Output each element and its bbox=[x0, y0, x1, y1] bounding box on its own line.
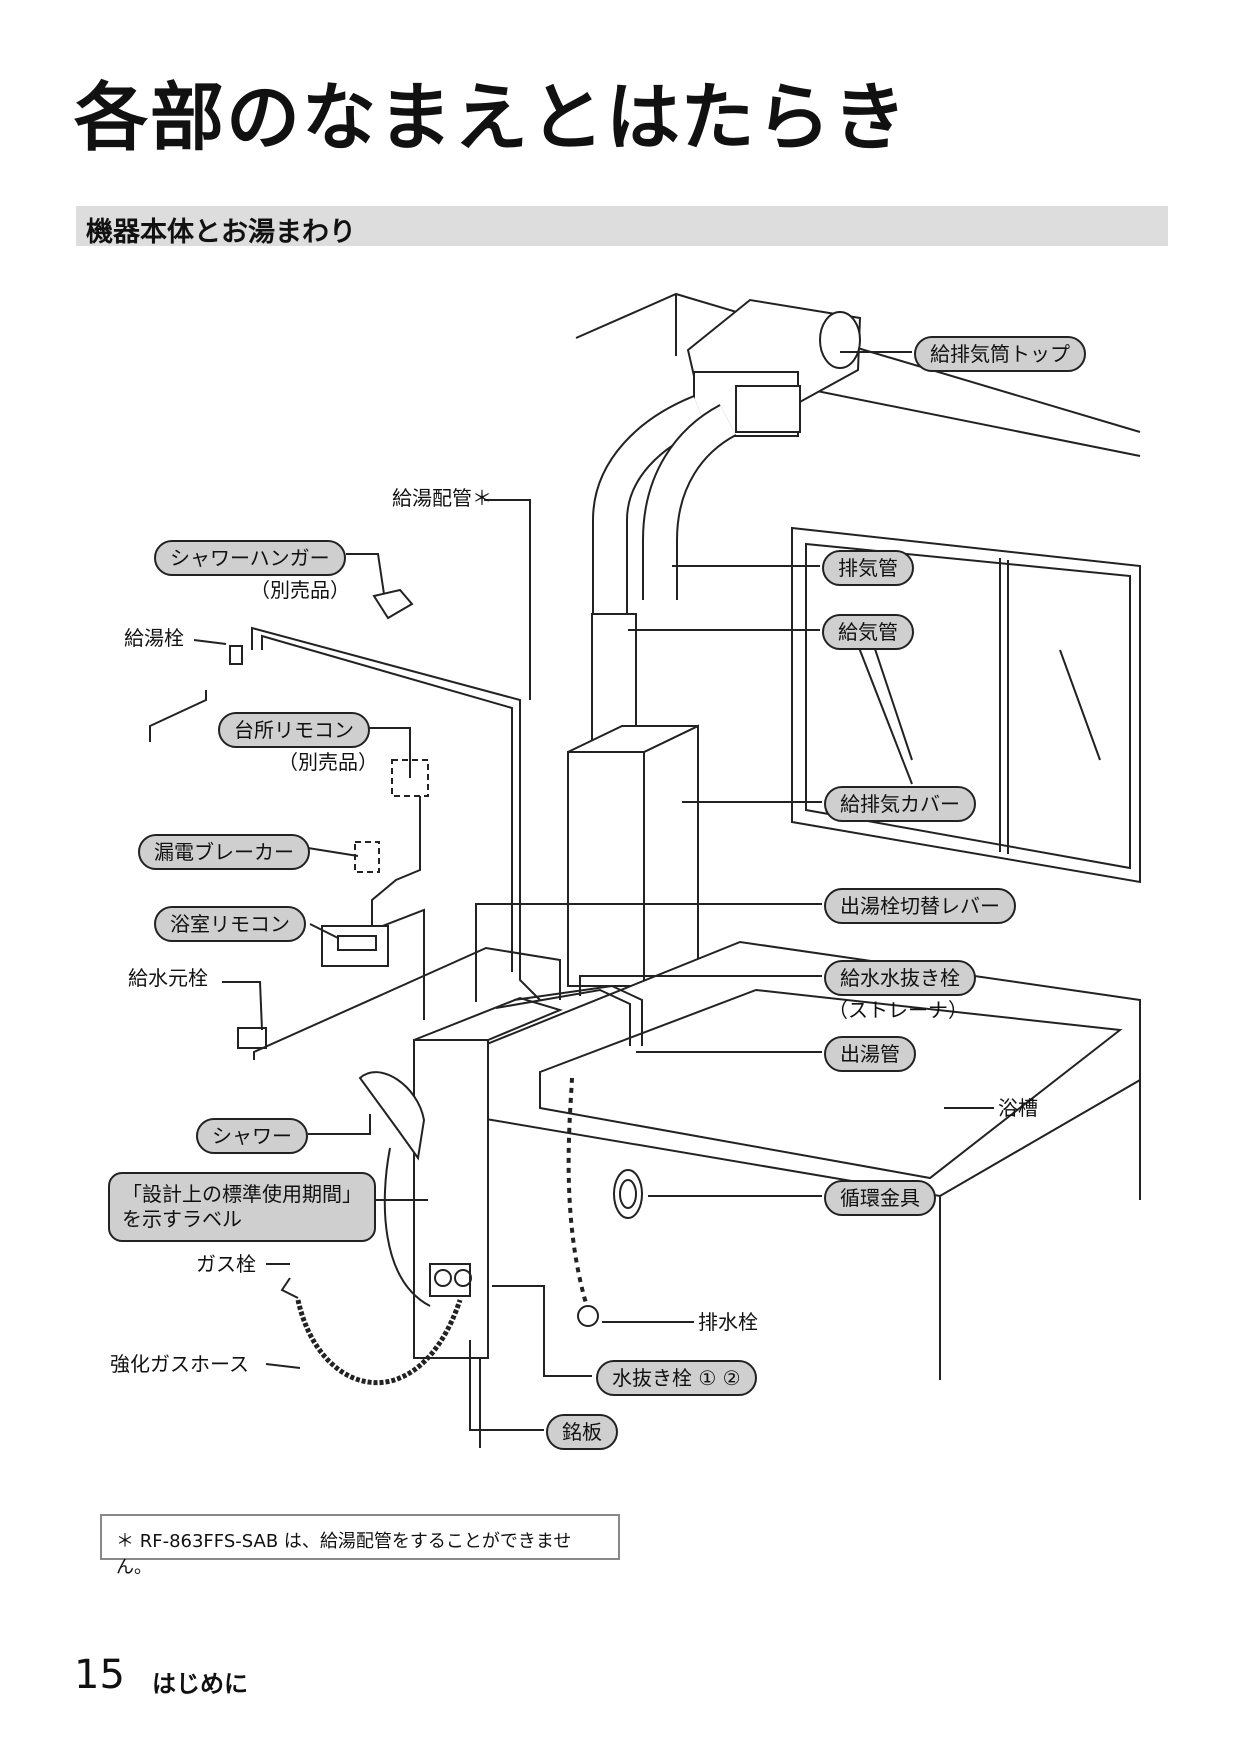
label-kitchen-remote: 台所リモコン bbox=[218, 712, 370, 748]
label-drain-valves: 水抜き栓 ① ② bbox=[596, 1360, 757, 1396]
page-number: 15 bbox=[74, 1652, 125, 1698]
footnote-text: ＊ RF-863FFS-SAB は、給湯配管をすることができません。 bbox=[116, 1531, 572, 1578]
label-nameplate: 銘板 bbox=[546, 1414, 618, 1450]
label-outlet-switch-lever: 出湯栓切替レバー bbox=[824, 888, 1016, 924]
building-wall bbox=[575, 292, 1141, 884]
label-shower: シャワー bbox=[196, 1118, 308, 1154]
label-sold-separately-1: （別売品） bbox=[250, 578, 350, 602]
label-gas-hose: 強化ガスホース bbox=[110, 1352, 249, 1376]
label-standard-period-line1: 「設計上の標準使用期間」 bbox=[122, 1182, 362, 1206]
exhaust-top-drawing bbox=[686, 298, 862, 437]
label-intake-pipe: 給気管 bbox=[822, 614, 914, 650]
water-heater-drawing bbox=[413, 996, 563, 1359]
label-shower-hanger: シャワーハンガー bbox=[154, 540, 346, 576]
footnote-box: ＊ RF-863FFS-SAB は、給湯配管をすることができません。 bbox=[100, 1514, 620, 1578]
label-strainer: （ストレーナ） bbox=[828, 998, 968, 1022]
label-circulation-fitting: 循環金具 bbox=[824, 1180, 936, 1216]
label-bathroom-remote: 浴室リモコン bbox=[154, 906, 306, 942]
page-title: 各部のなまえとはたらき bbox=[74, 75, 909, 161]
label-exhaust-cover: 給排気カバー bbox=[824, 786, 976, 822]
label-bathtub: 浴槽 bbox=[998, 1096, 1038, 1120]
label-standard-period-line2: を示すラベル bbox=[122, 1207, 242, 1231]
leader-lines bbox=[193, 351, 994, 1431]
section-title: 機器本体とお湯まわり bbox=[86, 217, 356, 248]
duct-drawing bbox=[591, 395, 737, 745]
fixtures-drawing bbox=[229, 588, 643, 1386]
label-water-supply-valve: 給水元栓 bbox=[128, 966, 208, 990]
piping-drawing bbox=[149, 626, 643, 1060]
label-exhaust-top: 給排気筒トップ bbox=[914, 336, 1086, 372]
label-sold-separately-2: （別売品） bbox=[278, 750, 378, 774]
footer-section-name: はじめに bbox=[152, 1670, 248, 1698]
label-leakage-breaker: 漏電ブレーカー bbox=[138, 834, 310, 870]
label-drain-plug: 排水栓 bbox=[698, 1310, 758, 1334]
label-water-drain-plug: 給水水抜き栓 bbox=[824, 960, 976, 996]
label-exhaust-pipe: 排気管 bbox=[822, 550, 914, 586]
label-hot-water-piping: 給湯配管＊ bbox=[392, 486, 492, 510]
section-header: 機器本体とお湯まわり bbox=[76, 206, 1168, 248]
label-hot-water-faucet: 給湯栓 bbox=[124, 626, 184, 650]
label-gas-valve: ガス栓 bbox=[196, 1252, 256, 1276]
label-outlet-pipe: 出湯管 bbox=[824, 1036, 916, 1072]
label-standard-period: 「設計上の標準使用期間」 を示すラベル bbox=[108, 1172, 376, 1242]
exhaust-cover-drawing bbox=[567, 724, 699, 988]
